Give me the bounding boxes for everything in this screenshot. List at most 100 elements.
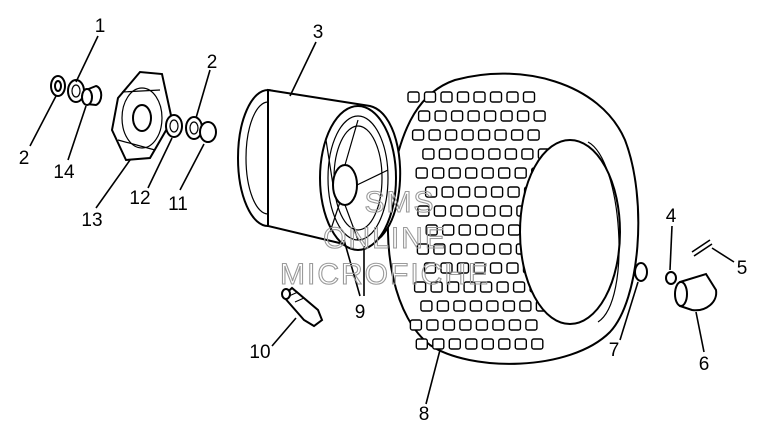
tread-block <box>521 148 534 160</box>
tread-block <box>436 300 450 312</box>
callout-13: 13 <box>81 210 102 231</box>
cotter-pin-5 <box>691 239 713 257</box>
tread-block <box>475 319 489 331</box>
callout-12: 12 <box>129 188 150 209</box>
tread-block <box>531 338 544 350</box>
tread-block <box>466 205 480 217</box>
tread-block <box>474 186 487 198</box>
tread-block <box>450 205 463 217</box>
tire-tread <box>407 91 554 350</box>
tread-block <box>450 110 464 122</box>
callout-11: 11 <box>168 194 188 215</box>
tread-block <box>415 338 428 350</box>
callout-3: 3 <box>313 22 324 43</box>
tread-block <box>463 281 476 293</box>
tread-block <box>506 262 519 274</box>
washer-7 <box>634 262 648 282</box>
leader-lines <box>29 35 735 405</box>
tread-block <box>498 167 511 179</box>
tread-block <box>504 148 518 160</box>
tread-block <box>449 243 463 255</box>
tread-block <box>426 319 439 331</box>
tread-block <box>481 338 494 350</box>
spacer-12 <box>165 114 183 138</box>
tread-block <box>448 338 461 350</box>
tread-block <box>508 319 522 331</box>
watermark-line-1: SMS <box>364 186 435 219</box>
tread-block <box>483 110 497 122</box>
tread-block <box>417 110 431 122</box>
watermark-line-2: ONLINE <box>323 222 447 255</box>
tread-block <box>425 224 438 236</box>
tire-sidewall-rim-opening <box>519 139 621 325</box>
tread-block <box>423 91 437 103</box>
bushing-11 <box>199 121 217 143</box>
tread-block <box>489 262 503 274</box>
tread-block <box>442 319 456 331</box>
tread-block <box>502 300 516 312</box>
tread-block <box>459 319 472 331</box>
tread-block <box>467 110 480 122</box>
callout-14: 14 <box>53 162 75 183</box>
tread-block <box>465 167 478 179</box>
callout-2-left: 2 <box>19 148 30 169</box>
tread-block <box>461 129 474 141</box>
tread-block <box>499 243 512 255</box>
tread-block <box>416 243 430 255</box>
tread-block <box>440 91 453 103</box>
callout-6: 6 <box>699 354 710 375</box>
tread-block <box>453 300 466 312</box>
wheel-hub <box>110 70 174 162</box>
tread-block <box>420 300 433 312</box>
tread-block <box>490 186 504 198</box>
tread-block <box>432 338 445 350</box>
tread-block <box>491 224 504 236</box>
tread-block <box>440 262 453 274</box>
callout-5: 5 <box>737 258 748 279</box>
tread-block <box>469 300 483 312</box>
tread-block <box>498 338 511 350</box>
valve-stem <box>281 286 324 328</box>
callout-2-hub: 2 <box>207 52 218 73</box>
tread-block <box>409 319 423 331</box>
bearing-left <box>67 79 85 103</box>
tread-block <box>516 110 530 122</box>
tire <box>386 72 640 365</box>
tread-block <box>407 91 420 103</box>
tread-block <box>415 167 428 179</box>
tread-block <box>492 319 505 331</box>
tread-block <box>433 243 446 255</box>
tread-block <box>506 91 519 103</box>
tread-block <box>417 205 430 217</box>
callout-4: 4 <box>666 206 677 227</box>
tread-block <box>473 262 486 274</box>
tread-block <box>442 224 455 236</box>
tread-block <box>510 129 524 141</box>
callout-10: 10 <box>249 342 270 363</box>
watermark-line-3: MICROFICHE <box>280 258 490 291</box>
tread-block <box>500 110 513 122</box>
callout-7: 7 <box>609 340 620 361</box>
tread-block <box>473 91 486 103</box>
tread-block <box>471 148 485 160</box>
tread-block <box>481 167 494 179</box>
tread-block <box>494 129 507 141</box>
tread-block <box>448 167 461 179</box>
tread-block <box>475 224 488 236</box>
callout-labels: 1 2 2 3 4 5 6 7 8 9 10 11 12 13 14 <box>19 16 748 425</box>
tread-block <box>489 91 503 103</box>
tread-block <box>486 300 499 312</box>
tread-block <box>446 281 460 293</box>
tread-block <box>458 224 471 236</box>
tread-block <box>519 300 532 312</box>
tread-block <box>457 186 471 198</box>
bushing-14 <box>81 84 103 107</box>
tread-block <box>525 319 538 331</box>
nut-4 <box>665 271 677 285</box>
tread-block <box>527 129 540 141</box>
tread-block <box>456 91 470 103</box>
tread-block <box>422 148 435 160</box>
callout-8: 8 <box>419 404 430 425</box>
tread-block <box>514 338 527 350</box>
